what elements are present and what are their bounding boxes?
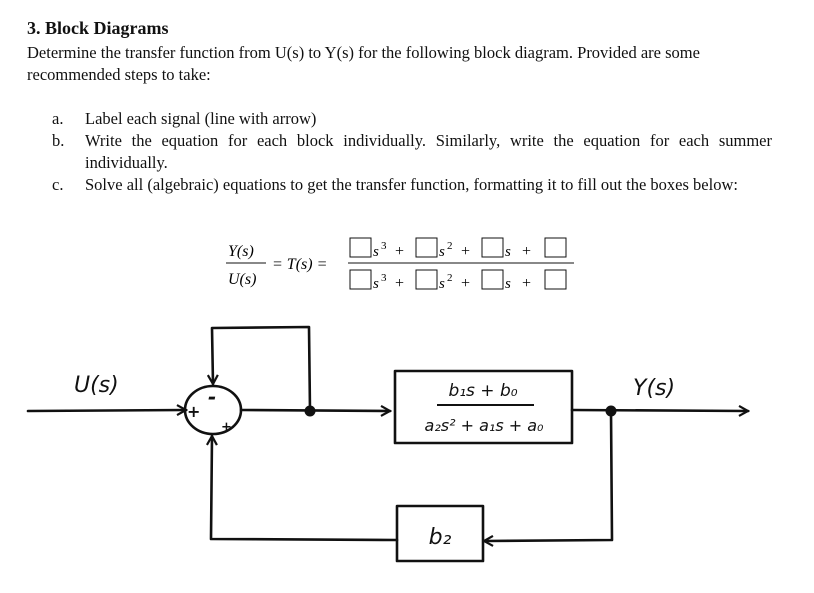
top-feedback-path — [212, 325, 312, 413]
den-coef-s2-box[interactable] — [415, 269, 438, 290]
num-plus-3: + — [522, 243, 531, 260]
block1-denominator: a₂s² + a₁s + a₀ — [425, 416, 544, 435]
block1-numerator: b₁s + b₀ — [448, 381, 517, 401]
den-coef-s3-box[interactable] — [349, 269, 372, 290]
branch-point-dot — [605, 405, 617, 417]
lhs-denominator: U(s) — [228, 271, 256, 288]
den-s3: s — [373, 276, 379, 292]
num-coef-s2-box[interactable] — [415, 237, 438, 258]
lhs-numerator: Y(s) — [228, 243, 254, 260]
plus-sign-bottom: + — [221, 420, 232, 435]
num-plus-1: + — [395, 243, 404, 260]
den-exp3: 3 — [381, 272, 387, 284]
bottom-feedback-path — [484, 409, 614, 541]
den-s1: s — [505, 276, 511, 292]
steps-list: a. Label each signal (line with arrow) b… — [52, 108, 772, 196]
output-label: Y(s) — [633, 376, 675, 401]
question-intro: Determine the transfer function from U(s… — [27, 43, 700, 84]
num-exp2: 2 — [447, 240, 453, 252]
step-text: Write the equation for each block indivi… — [85, 131, 772, 172]
step-a: a. Label each signal (line with arrow) — [52, 108, 772, 130]
den-plus-3: + — [522, 275, 531, 292]
step-text: Label each signal (line with arrow) — [85, 109, 317, 128]
den-coef-s1-box[interactable] — [481, 269, 504, 290]
input-label: U(s) — [74, 373, 119, 398]
num-s2: s — [439, 244, 445, 260]
num-plus-2: + — [461, 243, 470, 260]
output-signal-line — [570, 410, 748, 411]
block-b1s-b0 — [393, 369, 574, 445]
num-coef-s3-box[interactable] — [349, 237, 372, 258]
den-coef-s0-box[interactable] — [544, 269, 567, 290]
num-exp3: 3 — [381, 240, 387, 252]
num-coef-s0-box[interactable] — [544, 237, 567, 258]
num-s1: s — [505, 244, 511, 260]
num-coef-s1-box[interactable] — [481, 237, 504, 258]
input-signal-line — [26, 410, 186, 411]
minus-sign: - — [208, 385, 216, 409]
step-b: b. Write the equation for each block ind… — [52, 130, 772, 174]
den-plus-2: + — [461, 275, 470, 292]
plus-sign-left: + — [187, 402, 200, 421]
block2-to-sum-path — [211, 436, 399, 542]
den-plus-1: + — [395, 275, 404, 292]
equals-T: = T(s) = — [272, 256, 327, 273]
question-title: 3. Block Diagrams — [27, 18, 169, 38]
den-s2: s — [439, 276, 445, 292]
step-c: c. Solve all (algebraic) equations to ge… — [52, 174, 772, 196]
block2-label: b₂ — [429, 525, 452, 550]
step-letter: a. — [52, 109, 64, 128]
den-exp2: 2 — [447, 272, 453, 284]
step-text: Solve all (algebraic) equations to get t… — [85, 175, 738, 194]
step-letter: c. — [52, 175, 64, 194]
num-s3: s — [373, 244, 379, 260]
branch-point-dot — [304, 405, 316, 417]
step-letter: b. — [52, 131, 65, 150]
sum-output-line — [239, 410, 390, 411]
block-b2 — [395, 504, 485, 563]
